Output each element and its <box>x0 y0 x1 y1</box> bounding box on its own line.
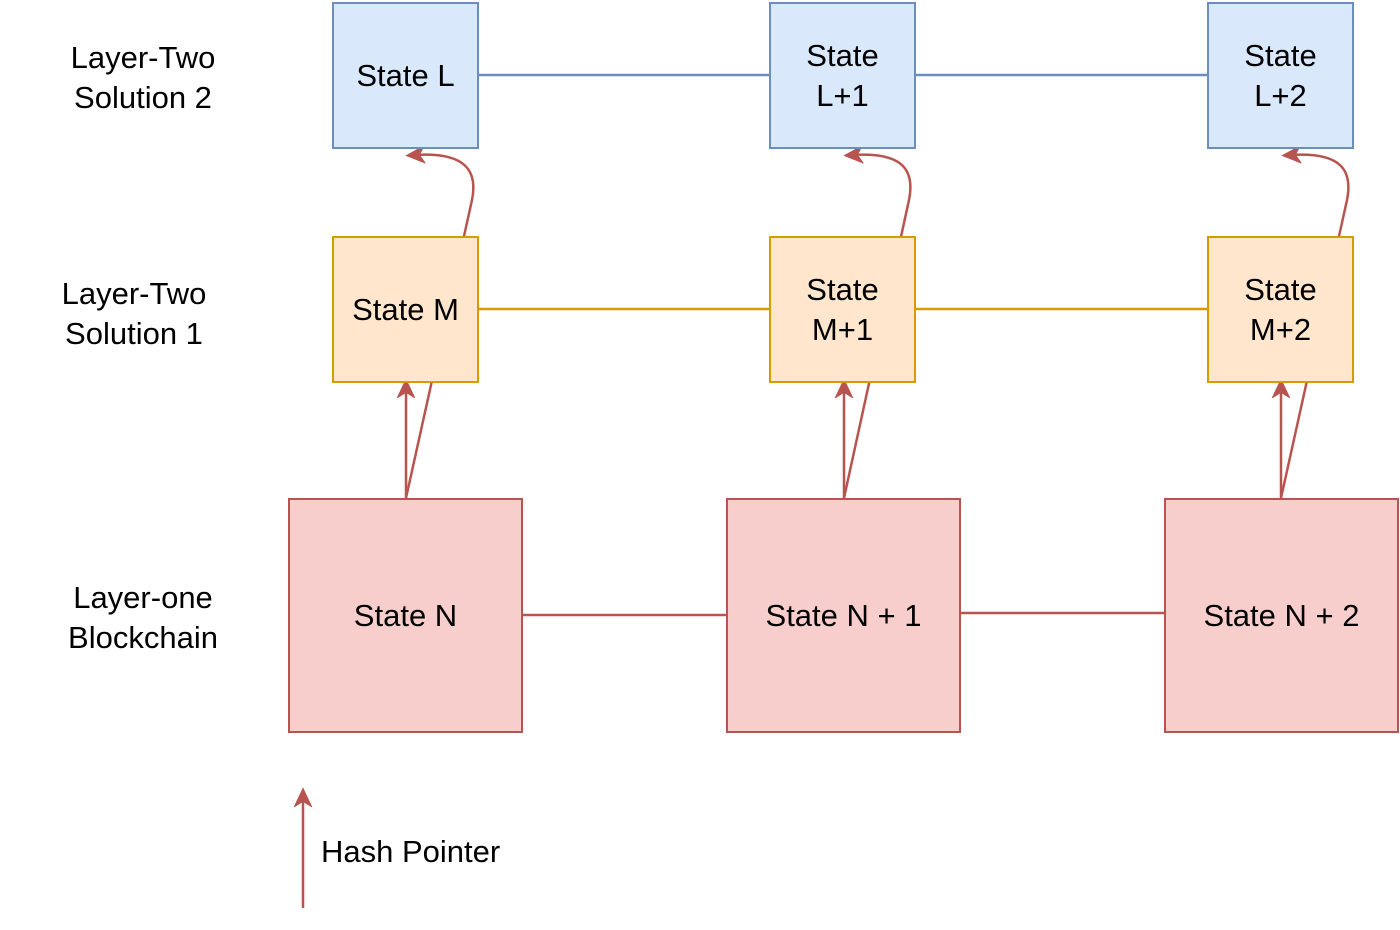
state-label: State M+1 <box>806 270 878 350</box>
legend-hash-pointer-label: Hash Pointer <box>321 834 501 869</box>
state-label-line: M+2 <box>1249 311 1312 347</box>
row-label-layer2-solution2: Layer-Two Solution 2 <box>13 38 273 118</box>
state-label: State L <box>356 56 454 96</box>
state-label-line: L+1 <box>816 77 869 113</box>
hash-pointer-n-to-l <box>404 155 475 499</box>
state-label: State N + 1 <box>766 596 922 636</box>
state-label: State N + 2 <box>1204 596 1360 636</box>
row-label-line: Layer-Two <box>61 276 207 311</box>
state-label-line: State <box>806 37 879 73</box>
state-m-box: State M <box>332 236 479 383</box>
state-label-line: State N <box>353 597 458 633</box>
state-l1-box: State L+1 <box>769 2 916 149</box>
state-label-line: M+1 <box>811 311 874 347</box>
state-label-line: State <box>806 271 879 307</box>
row-label-layer1: Layer-one Blockchain <box>13 578 273 658</box>
state-m1-box: State M+1 <box>769 236 916 383</box>
state-label: State L+2 <box>1244 36 1316 116</box>
row-label-layer2-solution1: Layer-Two Solution 1 <box>4 274 264 354</box>
hash-pointer-n1-to-l1 <box>842 155 912 499</box>
state-l2-box: State L+2 <box>1207 2 1354 149</box>
state-label-line: State L <box>356 57 455 93</box>
row-label-line: Layer-Two <box>70 40 216 75</box>
state-n-box: State N <box>288 498 523 733</box>
state-label: State L+1 <box>806 36 878 116</box>
state-label: State N <box>354 596 457 636</box>
state-label: State M+2 <box>1244 270 1316 350</box>
state-label-line: State <box>1244 271 1317 307</box>
state-label-line: L+2 <box>1254 77 1307 113</box>
state-label-line: State N + 1 <box>765 597 922 633</box>
hash-pointer-n2-to-l2 <box>1279 155 1350 499</box>
row-label-line: Layer-one <box>73 580 213 615</box>
state-n2-box: State N + 2 <box>1164 498 1399 733</box>
state-label-line: State <box>1244 37 1317 73</box>
state-label-line: State M <box>352 291 459 327</box>
row-label-line: Blockchain <box>68 620 218 655</box>
state-l-box: State L <box>332 2 479 149</box>
state-label: State M <box>352 290 459 330</box>
state-m2-box: State M+2 <box>1207 236 1354 383</box>
row-label-line: Solution 2 <box>74 80 212 115</box>
state-n1-box: State N + 1 <box>726 498 961 733</box>
state-label-line: State N + 2 <box>1203 597 1360 633</box>
row-label-line: Solution 1 <box>65 316 203 351</box>
